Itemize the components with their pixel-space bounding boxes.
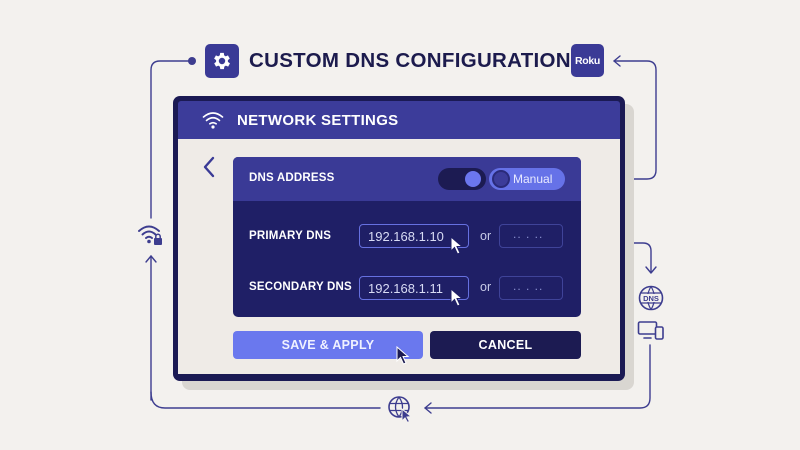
primary-dns-value: 192.168.1.10 bbox=[368, 229, 444, 244]
pointer-cursor-icon bbox=[450, 288, 464, 307]
roku-logo: Roku bbox=[571, 44, 604, 77]
save-apply-button[interactable]: SAVE & APPLY bbox=[233, 331, 423, 359]
dns-toggle[interactable] bbox=[438, 168, 486, 190]
chevron-left-icon[interactable] bbox=[200, 154, 218, 180]
or-label: or bbox=[480, 229, 492, 243]
secure-wifi-icon bbox=[137, 223, 165, 252]
globe-cursor-icon bbox=[387, 395, 415, 428]
alt-placeholder: .. . .. bbox=[513, 279, 544, 293]
panel-title: NETWORK SETTINGS bbox=[237, 111, 399, 129]
primary-dns-alt-input[interactable]: .. . .. bbox=[499, 224, 563, 248]
secondary-dns-value: 192.168.1.11 bbox=[368, 281, 443, 296]
gear-icon bbox=[205, 44, 239, 78]
title-text: CUSTOM DNS CONFIGURATION bbox=[249, 49, 571, 72]
panel-header: NETWORK SETTINGS bbox=[178, 101, 620, 139]
toggle-knob bbox=[465, 171, 481, 187]
secondary-dns-label: SECONDARY DNS bbox=[249, 281, 352, 293]
diagram-title: CUSTOM DNS CONFIGURATION bbox=[205, 44, 571, 78]
wifi-icon bbox=[202, 112, 224, 129]
manual-mode-toggle[interactable]: Manual bbox=[489, 168, 565, 190]
secondary-dns-alt-input[interactable]: .. . .. bbox=[499, 276, 563, 300]
pointer-cursor-icon bbox=[450, 236, 464, 255]
radio-ring bbox=[492, 170, 510, 188]
alt-placeholder: .. . .. bbox=[513, 227, 544, 241]
manual-label: Manual bbox=[513, 172, 553, 186]
dns-address-label: DNS ADDRESS bbox=[249, 172, 335, 184]
primary-dns-label: PRIMARY DNS bbox=[249, 230, 332, 242]
svg-text:DNS: DNS bbox=[643, 294, 659, 303]
dns-settings-card: DNS ADDRESS Manual PRIMARY DNS 192.168.1… bbox=[233, 157, 581, 317]
cancel-button[interactable]: CANCEL bbox=[430, 331, 581, 359]
dns-address-row: DNS ADDRESS Manual bbox=[233, 157, 581, 201]
devices-icon bbox=[637, 320, 665, 347]
dns-globe-icon: DNS bbox=[638, 285, 664, 316]
or-label: or bbox=[480, 280, 492, 294]
pointer-cursor-icon bbox=[396, 346, 410, 365]
